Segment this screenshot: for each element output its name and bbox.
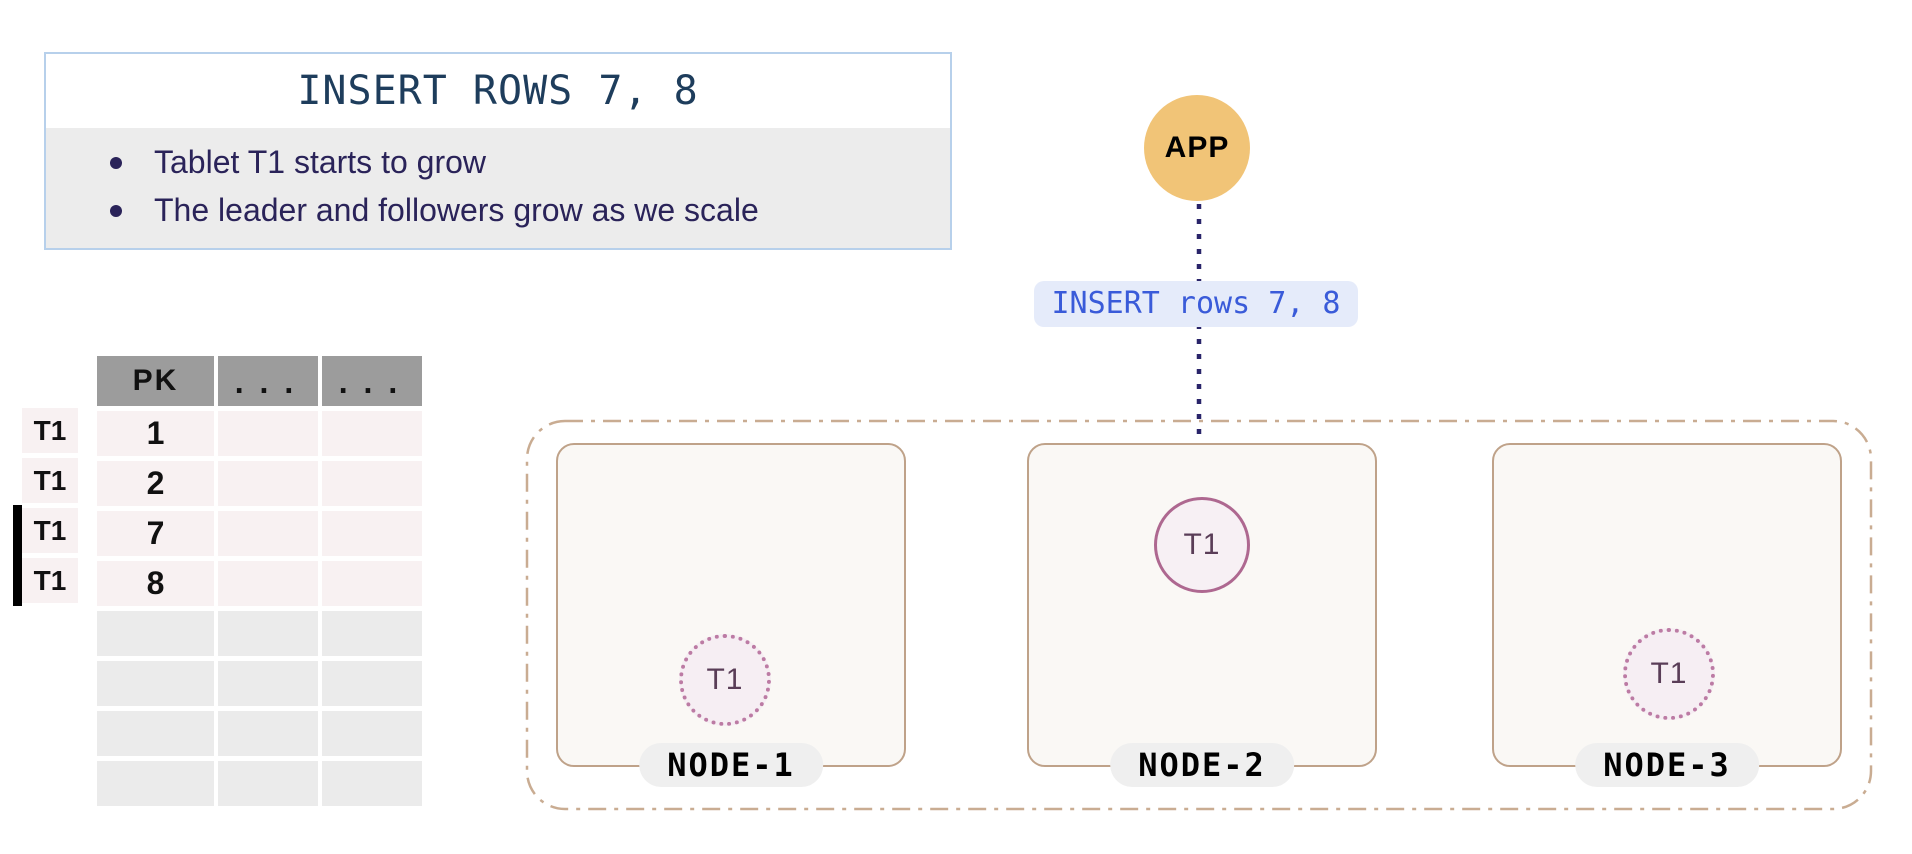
tablet-row-label: T1 <box>22 458 78 503</box>
table-header-pk: PK <box>97 356 214 406</box>
table-cell <box>322 511 422 556</box>
table-cell <box>97 611 214 656</box>
tablet-row-label: T1 <box>13 505 78 556</box>
tablet-label-text: T1 <box>33 514 67 546</box>
table-cell: 7 <box>97 511 214 556</box>
cluster-dashed-border <box>525 419 1873 811</box>
table-cell <box>218 611 318 656</box>
node-2-box: NODE-2 <box>1027 443 1377 787</box>
tablet-circle-label: T1 <box>1650 657 1688 690</box>
table-cell: 8 <box>97 561 214 606</box>
tablet-label-text: T1 <box>33 414 67 446</box>
tablet-circle-label: T1 <box>706 663 744 696</box>
insert-query-pill: INSERT rows 7, 8 <box>1034 281 1358 327</box>
table-cell <box>97 761 214 806</box>
table-cell <box>322 411 422 456</box>
table-cell: 1 <box>97 411 214 456</box>
tablet-circle-label: T1 <box>1183 528 1221 561</box>
table-cell <box>97 661 214 706</box>
table-cell <box>218 761 318 806</box>
tablet-t1-follower-node-3: T1 <box>1623 628 1715 720</box>
table-header-ellipsis: ... <box>322 356 422 406</box>
bullet-dot-icon <box>110 205 122 217</box>
data-table: PK ... ... 1 2 7 8 <box>97 356 422 806</box>
app-node: APP <box>1144 95 1250 201</box>
table-cell <box>218 511 318 556</box>
info-box-bullet-list: Tablet T1 starts to grow The leader and … <box>46 128 950 248</box>
tablet-t1-leader-node-2: T1 <box>1154 497 1250 593</box>
node-1-label: NODE-1 <box>639 743 823 787</box>
table-cell <box>218 711 318 756</box>
table-cell <box>218 411 318 456</box>
tablet-t1-follower-node-1: T1 <box>679 634 771 726</box>
table-cell <box>322 461 422 506</box>
bullet-item: Tablet T1 starts to grow <box>46 138 950 186</box>
bullet-text: Tablet T1 starts to grow <box>154 144 486 180</box>
tablet-row-label: T1 <box>22 408 78 453</box>
table-cell <box>322 711 422 756</box>
node-2-label: NODE-2 <box>1110 743 1294 787</box>
table-cell <box>218 561 318 606</box>
new-row-marker <box>13 505 22 556</box>
table-cell <box>218 461 318 506</box>
table-cell <box>322 761 422 806</box>
bullet-item: The leader and followers grow as we scal… <box>46 186 950 234</box>
tablet-row-label: T1 <box>13 555 78 606</box>
bullet-text: The leader and followers grow as we scal… <box>154 192 759 228</box>
bullet-dot-icon <box>110 157 122 169</box>
info-box: INSERT ROWS 7, 8 Tablet T1 starts to gro… <box>44 52 952 250</box>
table-cell <box>322 611 422 656</box>
table-cell <box>322 561 422 606</box>
app-label: APP <box>1164 131 1230 164</box>
table-cell <box>218 661 318 706</box>
tablet-label-text: T1 <box>33 564 67 596</box>
tablet-row-labels: T1 T1 T1 T1 <box>13 408 78 608</box>
new-row-marker <box>13 555 22 606</box>
table-header-ellipsis: ... <box>218 356 318 406</box>
info-box-title: INSERT ROWS 7, 8 <box>297 68 699 114</box>
table-cell <box>322 661 422 706</box>
table-cell: 2 <box>97 461 214 506</box>
tablet-label-text: T1 <box>33 464 67 496</box>
node-3-label: NODE-3 <box>1575 743 1759 787</box>
table-cell <box>97 711 214 756</box>
